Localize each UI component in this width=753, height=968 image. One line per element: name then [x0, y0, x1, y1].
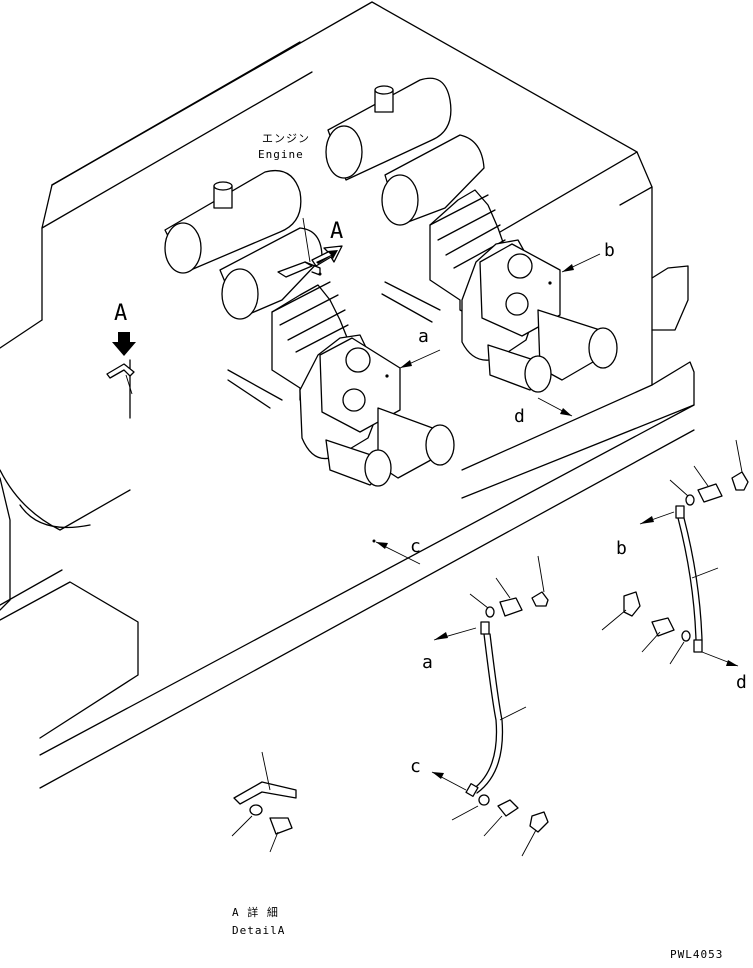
callout-b-label: b — [604, 240, 615, 261]
engine-label-jp: エンジン — [262, 132, 310, 145]
bracket-a-installed — [277, 261, 322, 278]
callout-a-label: a — [418, 326, 429, 347]
view-arrow-a-left: A — [106, 301, 136, 395]
machine-body — [0, 1, 695, 789]
detail-label-jp: A 詳 細 — [232, 905, 279, 919]
callout-d-label: d — [514, 406, 525, 427]
callout-d-main: d — [514, 397, 573, 427]
callout-a-main: a — [399, 326, 441, 369]
detail-a-bracket: A 詳 細 DetailA — [231, 751, 297, 937]
drawing-number: PWL4053 — [670, 948, 723, 961]
left-engine-assembly — [164, 169, 455, 487]
callout-b-part: b — [616, 538, 627, 559]
callout-b-main: b — [561, 240, 615, 273]
callout-d-part: d — [736, 672, 747, 693]
view-arrow-label-2: A — [114, 301, 127, 326]
callout-a-part: a — [422, 652, 433, 673]
hose-b-d: b d — [601, 439, 749, 693]
callout-c-main: c — [372, 536, 421, 565]
hose-a-c: a c — [410, 555, 549, 857]
right-engine-assembly — [325, 77, 618, 393]
engine-label-en: Engine — [258, 148, 304, 161]
view-arrow-label: A — [330, 219, 343, 244]
callout-c-part: c — [410, 756, 421, 777]
callout-c-label: c — [410, 536, 421, 557]
detail-label-en: DetailA — [232, 924, 285, 937]
view-arrow-a-icon — [311, 245, 343, 267]
